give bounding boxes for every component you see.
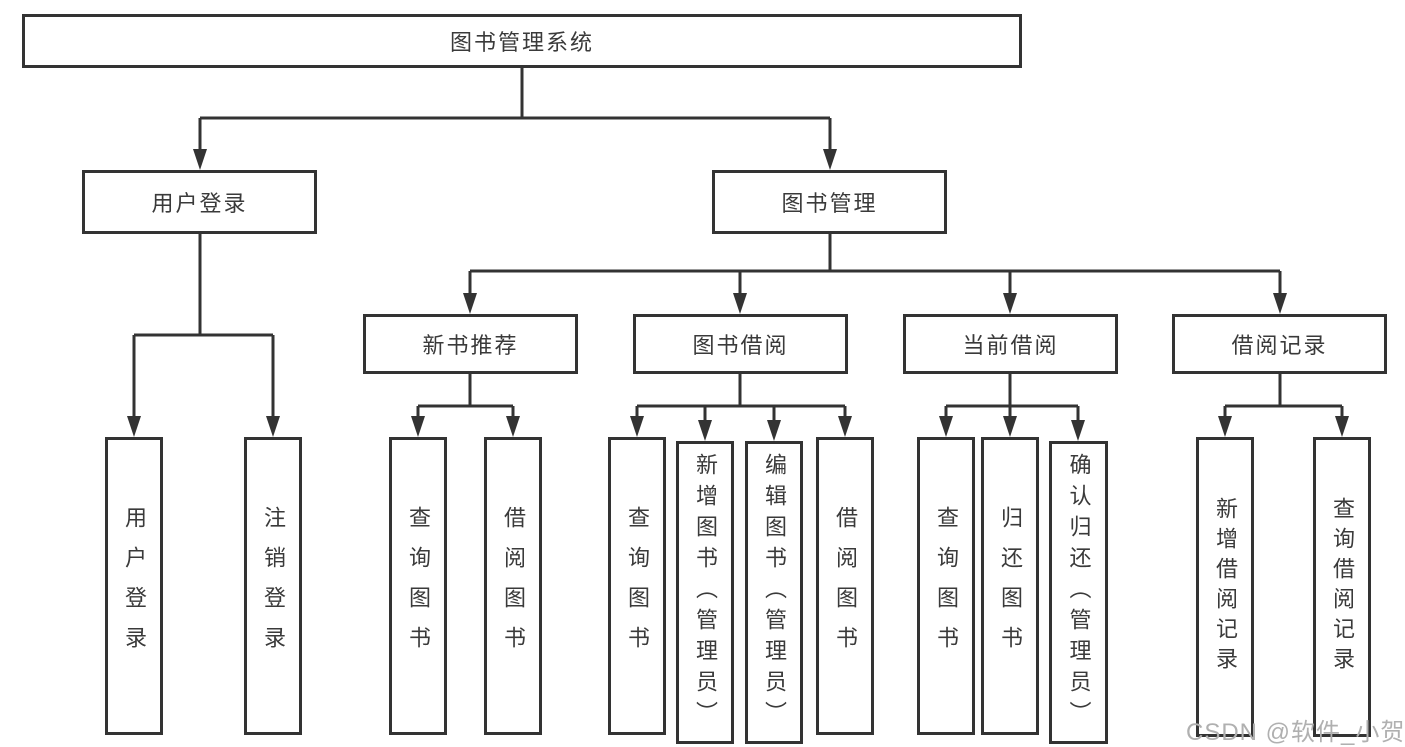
leaf-query-books-borrowing-label: 查询图书	[625, 506, 650, 666]
leaf-borrow-books-recommend: 借阅图书	[484, 437, 542, 735]
leaf-logout-label: 注销登录	[261, 506, 286, 666]
leaf-add-books-admin: 新增图书（管理员）	[676, 441, 734, 744]
leaf-edit-books-admin-label: 编辑图书（管理员）	[762, 453, 787, 732]
arrowheads	[127, 118, 1349, 441]
leaf-user-login: 用户登录	[105, 437, 163, 735]
node-borrowing-records-label: 借阅记录	[1231, 333, 1328, 358]
leaf-query-books-current: 查询图书	[917, 437, 975, 735]
connector-lines	[134, 68, 1342, 408]
node-new-book-recommendation-label: 新书推荐	[422, 333, 519, 358]
leaf-borrow-books-borrowing-label: 借阅图书	[833, 506, 858, 666]
node-book-borrowing: 图书借阅	[633, 314, 848, 374]
leaf-edit-books-admin: 编辑图书（管理员）	[745, 441, 803, 744]
leaf-confirm-return-admin: 确认归还（管理员）	[1049, 441, 1108, 744]
leaf-query-books-current-label: 查询图书	[934, 506, 959, 666]
node-library-management-system-label: 图书管理系统	[449, 30, 594, 55]
leaf-confirm-return-admin-label: 确认归还（管理员）	[1066, 453, 1092, 732]
leaf-borrow-books-borrowing: 借阅图书	[816, 437, 874, 735]
node-library-management-system: 图书管理系统	[22, 14, 1022, 68]
leaf-query-books-recommend: 查询图书	[389, 437, 447, 735]
node-new-book-recommendation: 新书推荐	[363, 314, 578, 374]
leaf-return-books: 归还图书	[981, 437, 1039, 735]
node-user-login: 用户登录	[82, 170, 317, 234]
node-current-borrowing: 当前借阅	[903, 314, 1118, 374]
leaf-query-books-borrowing: 查询图书	[608, 437, 666, 735]
leaf-query-books-recommend-label: 查询图书	[406, 506, 431, 666]
node-book-management: 图书管理	[712, 170, 947, 234]
leaf-user-login-label: 用户登录	[122, 506, 147, 666]
node-current-borrowing-label: 当前借阅	[962, 333, 1059, 358]
leaf-add-books-admin-label: 新增图书（管理员）	[693, 453, 718, 732]
node-book-management-label: 图书管理	[781, 191, 878, 216]
csdn-watermark: CSDN @软件_小贺同学	[1186, 719, 1405, 746]
node-book-borrowing-label: 图书借阅	[692, 333, 789, 358]
leaf-query-borrow-record: 查询借阅记录	[1313, 437, 1371, 737]
leaf-add-borrow-record: 新增借阅记录	[1196, 437, 1254, 737]
leaf-query-borrow-record-label: 查询借阅记录	[1330, 497, 1355, 677]
leaf-borrow-books-recommend-label: 借阅图书	[501, 506, 526, 666]
node-user-login-label: 用户登录	[151, 191, 248, 216]
node-borrowing-records: 借阅记录	[1172, 314, 1387, 374]
leaf-add-borrow-record-label: 新增借阅记录	[1213, 497, 1238, 677]
leaf-return-books-label: 归还图书	[998, 506, 1023, 666]
leaf-logout: 注销登录	[244, 437, 302, 735]
